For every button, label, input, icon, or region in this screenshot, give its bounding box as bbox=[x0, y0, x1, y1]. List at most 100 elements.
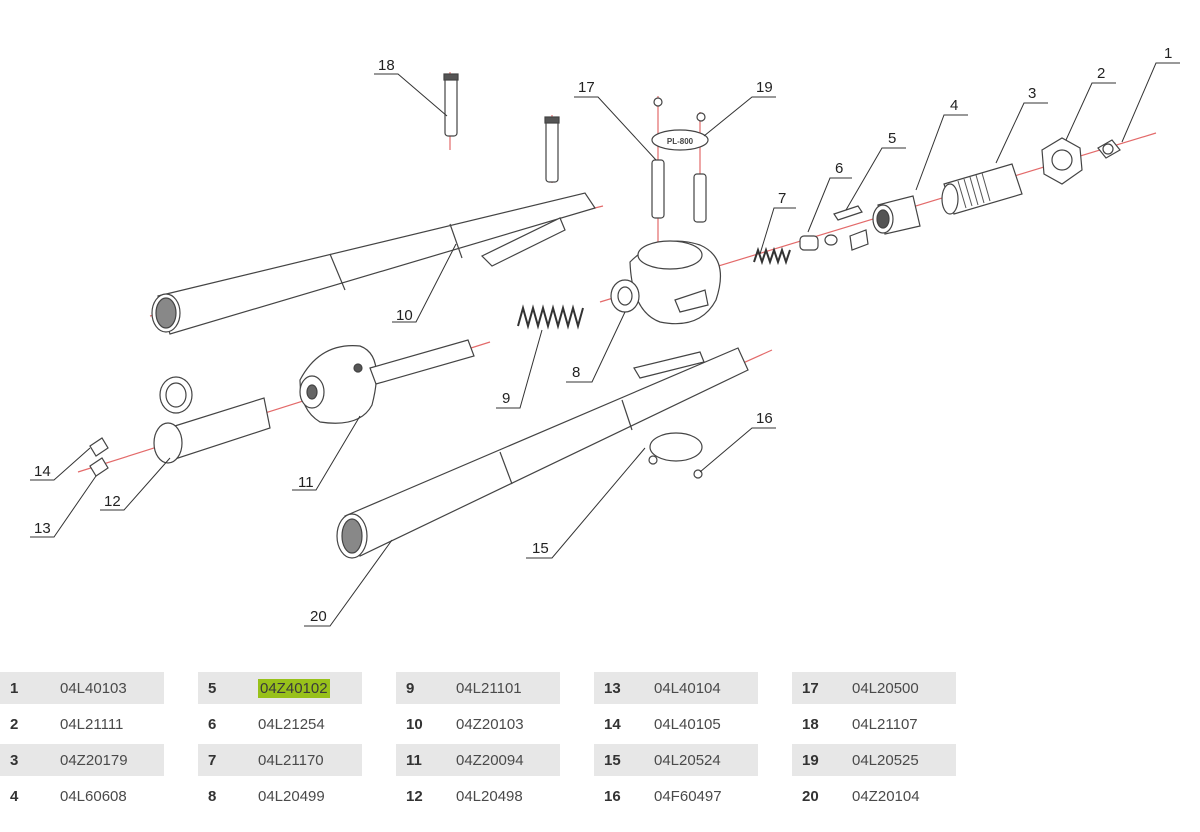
callout-labels: 1 2 3 4 5 6 7 8 9 10 11 12 13 14 15 16 1… bbox=[34, 45, 1172, 625]
part-number: 15 bbox=[604, 751, 621, 769]
part-1-cap bbox=[1097, 139, 1121, 159]
part-19-screws bbox=[648, 97, 706, 479]
callout-9: 9 bbox=[502, 390, 510, 407]
part-number: 14 bbox=[604, 715, 621, 733]
parts-table-row: 7 04L21170 bbox=[198, 744, 362, 776]
parts-table-row: 11 04Z20094 bbox=[396, 744, 560, 776]
callout-20: 20 bbox=[310, 608, 327, 625]
parts-table: 1 04L40103 2 04L21111 3 04Z20179 4 04L60608 5 04Z… bbox=[0, 672, 1200, 822]
part-code-highlighted: 04Z40102 bbox=[258, 678, 330, 698]
part-code: 04L60608 bbox=[60, 787, 127, 805]
part-10-upper-handle bbox=[151, 192, 596, 335]
part-code: 04L21254 bbox=[258, 715, 325, 733]
part-code: 04L21111 bbox=[60, 715, 124, 733]
callout-14: 14 bbox=[34, 463, 51, 480]
part-number: 6 bbox=[208, 715, 217, 733]
part-14-screw bbox=[89, 437, 109, 457]
part-number: 18 bbox=[802, 715, 819, 733]
parts-table-row: 18 04L21107 bbox=[792, 708, 956, 740]
callout-17: 17 bbox=[578, 79, 595, 96]
callout-3: 3 bbox=[1028, 85, 1036, 102]
callout-15: 15 bbox=[532, 540, 549, 557]
part-code: 04L40103 bbox=[60, 679, 127, 697]
parts-table-row: 2 04L21111 bbox=[0, 708, 164, 740]
parts-table-row: 12 04L20498 bbox=[396, 780, 560, 812]
badge-label: PL-800 bbox=[667, 137, 694, 146]
part-code: 04L20498 bbox=[456, 787, 523, 805]
callout-6: 6 bbox=[835, 160, 843, 177]
parts-table-row: 8 04L20499 bbox=[198, 780, 362, 812]
parts-table-row: 3 04Z20179 bbox=[0, 744, 164, 776]
part-code: 04L21107 bbox=[852, 715, 918, 733]
parts-table-row: 15 04L20524 bbox=[594, 744, 758, 776]
part-code: 04Z20103 bbox=[456, 715, 524, 733]
parts-table-row: 13 04L40104 bbox=[594, 672, 758, 704]
parts-table-row: 14 04L40105 bbox=[594, 708, 758, 740]
parts-table-row: 16 04F60497 bbox=[594, 780, 758, 812]
callout-7: 7 bbox=[778, 190, 786, 207]
part-number: 4 bbox=[10, 787, 19, 805]
callout-2: 2 bbox=[1097, 65, 1105, 82]
callout-11: 11 bbox=[298, 474, 314, 491]
part-code: 04Z20179 bbox=[60, 751, 128, 769]
part-code: 04L20525 bbox=[852, 751, 919, 769]
callout-4: 4 bbox=[950, 97, 958, 114]
part-code: 04Z20104 bbox=[852, 787, 920, 805]
part-15-plate bbox=[649, 432, 703, 462]
part-number: 12 bbox=[406, 787, 423, 805]
part-number: 8 bbox=[208, 787, 217, 805]
part-12-cylinder bbox=[153, 376, 271, 464]
part-number: 2 bbox=[10, 715, 19, 733]
callout-19: 19 bbox=[756, 79, 773, 96]
part-code: 04Z20094 bbox=[456, 751, 524, 769]
part-11-ratchet-body bbox=[299, 339, 475, 424]
part-code: 04L20499 bbox=[258, 787, 325, 805]
part-code: 04L20524 bbox=[654, 751, 721, 769]
part-code: 04L40105 bbox=[654, 715, 721, 733]
part-code: 04F60497 bbox=[654, 787, 722, 805]
part-number: 20 bbox=[802, 787, 819, 805]
part-code: 04L40104 bbox=[654, 679, 721, 697]
parts-table-row: 4 04L60608 bbox=[0, 780, 164, 812]
part-8-head bbox=[610, 240, 722, 325]
parts-table-row: 9 04L21101 bbox=[396, 672, 560, 704]
part-18-pin bbox=[443, 73, 560, 183]
callout-12: 12 bbox=[104, 493, 121, 510]
part-number: 7 bbox=[208, 751, 217, 769]
part-5-pawl bbox=[833, 205, 869, 251]
part-17-pins bbox=[651, 159, 707, 223]
parts-table-row: 20 04Z20104 bbox=[792, 780, 956, 812]
part-number: 16 bbox=[604, 787, 621, 805]
part-number: 11 bbox=[406, 751, 422, 769]
part-number: 5 bbox=[208, 679, 217, 697]
part-19-badge: PL-800 bbox=[651, 129, 709, 151]
callout-10: 10 bbox=[396, 307, 413, 324]
leader-lines bbox=[30, 62, 1180, 627]
callout-5: 5 bbox=[888, 130, 896, 147]
part-number: 10 bbox=[406, 715, 423, 733]
part-code: 04L20500 bbox=[852, 679, 919, 697]
part-4-sleeve bbox=[872, 195, 921, 235]
parts-table-row: 10 04Z20103 bbox=[396, 708, 560, 740]
part-20-lower-handle bbox=[336, 347, 749, 559]
parts-table-row: 5 04Z40102 bbox=[198, 672, 362, 704]
exploded-parts-diagram: PL-800 bbox=[30, 45, 1180, 627]
part-7-spring bbox=[753, 246, 791, 266]
part-code: 04L21170 bbox=[258, 751, 324, 769]
part-number: 13 bbox=[604, 679, 621, 697]
part-number: 1 bbox=[10, 679, 19, 697]
callout-8: 8 bbox=[572, 364, 580, 381]
part-number: 3 bbox=[10, 751, 19, 769]
part-9-spring bbox=[517, 304, 584, 330]
callout-1: 1 bbox=[1164, 45, 1172, 62]
callout-16: 16 bbox=[756, 410, 773, 427]
part-code: 04L21101 bbox=[456, 679, 522, 697]
part-number: 9 bbox=[406, 679, 415, 697]
callout-13: 13 bbox=[34, 520, 51, 537]
part-6-bushing bbox=[799, 234, 838, 251]
part-2-nut bbox=[1041, 137, 1083, 185]
callout-18: 18 bbox=[378, 57, 395, 74]
part-3-threaded-tube bbox=[941, 163, 1023, 215]
